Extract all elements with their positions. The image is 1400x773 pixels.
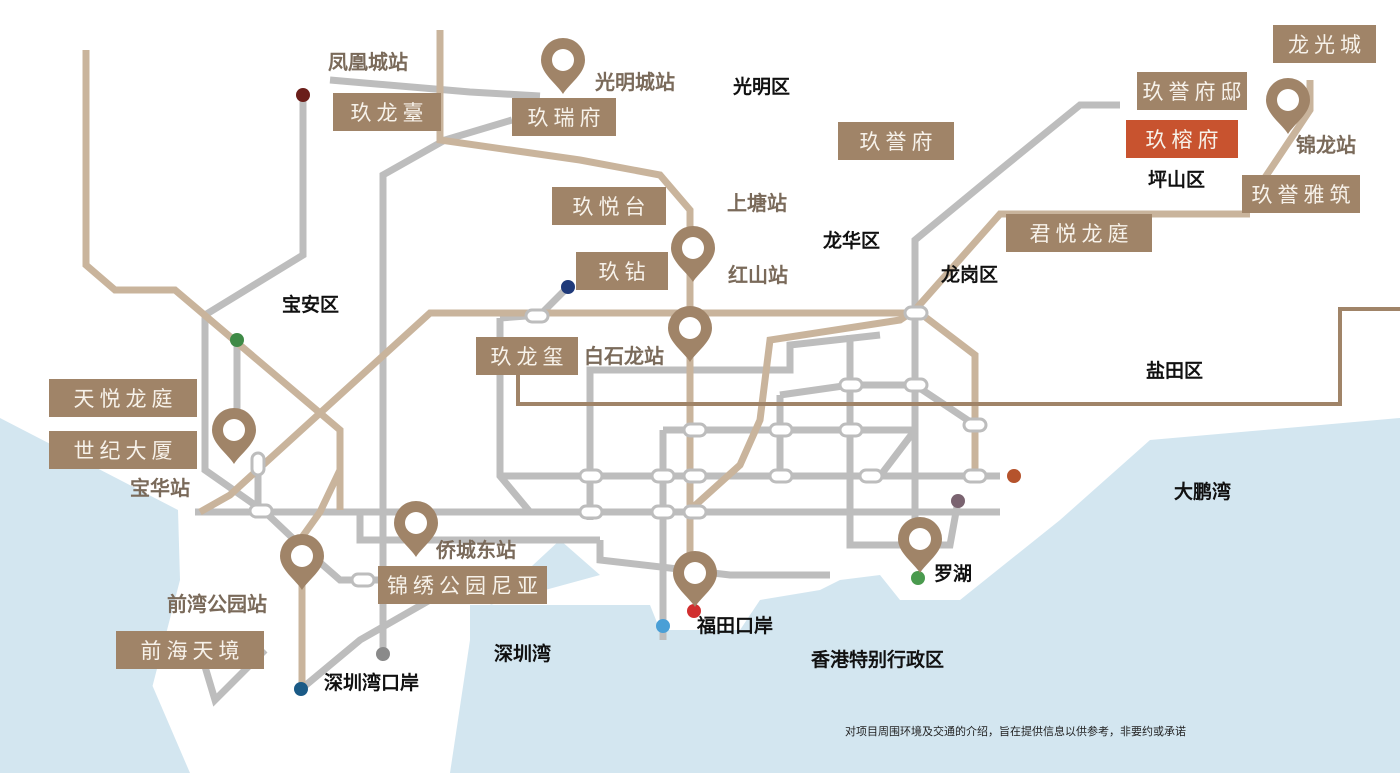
- district-label-baoan: 宝安区: [282, 294, 340, 316]
- place-label-luohu: 罗湖: [934, 563, 973, 585]
- station-label-qianwangongyuan: 前湾公园站: [167, 592, 267, 616]
- district-label-longhua: 龙华区: [823, 230, 881, 252]
- station-label-guangmingcheng: 光明城站: [595, 70, 675, 94]
- project-label-shijidasha[interactable]: 世纪大厦: [49, 431, 197, 469]
- project-label-jiuyufu[interactable]: 玖誉府: [838, 122, 954, 160]
- place-label-futian-port: 福田口岸: [697, 615, 774, 637]
- project-label-tianyuelongting[interactable]: 天悦龙庭: [49, 379, 197, 417]
- district-label-pingshan: 坪山区: [1148, 169, 1206, 191]
- project-label-qianhaitianjing[interactable]: 前海天境: [116, 631, 264, 669]
- district-label-guangming: 光明区: [733, 76, 791, 98]
- station-label-fenghuangcheng: 凤凰城站: [328, 50, 408, 74]
- station-label-jinlong: 锦龙站: [1296, 133, 1356, 157]
- place-label-hong-kong-sar: 香港特别行政区: [811, 649, 945, 671]
- project-label-jinxiugongyuan[interactable]: 锦绣公园尼亚: [378, 566, 547, 604]
- project-label-jiulongxi[interactable]: 玖龙玺: [476, 337, 578, 375]
- place-label-shenzhen-bay: 深圳湾: [494, 643, 552, 665]
- terminal-dots: [230, 88, 1021, 696]
- project-label-jiulongtai[interactable]: 玖龙臺: [333, 93, 441, 131]
- project-label-jiurongfu[interactable]: 玖榕府: [1126, 120, 1238, 158]
- project-label-jiuruifu[interactable]: 玖瑞府: [512, 98, 616, 136]
- interchange-stations: [248, 305, 988, 588]
- project-label-jiuyufudi[interactable]: 玖誉府邸: [1137, 72, 1247, 110]
- project-label-longguangcheng[interactable]: 龙光城: [1273, 25, 1376, 63]
- district-label-longgang: 龙岗区: [941, 264, 999, 286]
- station-label-shangtang: 上塘站: [727, 191, 787, 215]
- station-label-baishilong: 白石龙站: [584, 344, 664, 368]
- metro-line-brown: [516, 307, 1400, 406]
- station-label-hongshan: 红山站: [728, 263, 788, 287]
- project-label-jiuyuetai[interactable]: 玖悦台: [552, 187, 666, 225]
- project-label-jiuzuan[interactable]: 玖钻: [576, 252, 668, 290]
- station-label-qiaochengdong: 侨城东站: [436, 538, 516, 562]
- district-label-yantian: 盐田区: [1146, 360, 1204, 382]
- place-label-shenzhen-bay-port: 深圳湾口岸: [324, 672, 420, 694]
- project-label-junyuelongting[interactable]: 君悦龙庭: [1006, 214, 1152, 252]
- project-label-jiuyuyazhu[interactable]: 玖誉雅筑: [1242, 175, 1360, 213]
- disclaimer-footnote: 对项目周围环境及交通的介绍，旨在提供信息以供参考，非要约或承诺: [845, 725, 1186, 738]
- place-label-dapeng-bay: 大鹏湾: [1174, 481, 1232, 503]
- station-label-baohua: 宝华站: [130, 476, 190, 500]
